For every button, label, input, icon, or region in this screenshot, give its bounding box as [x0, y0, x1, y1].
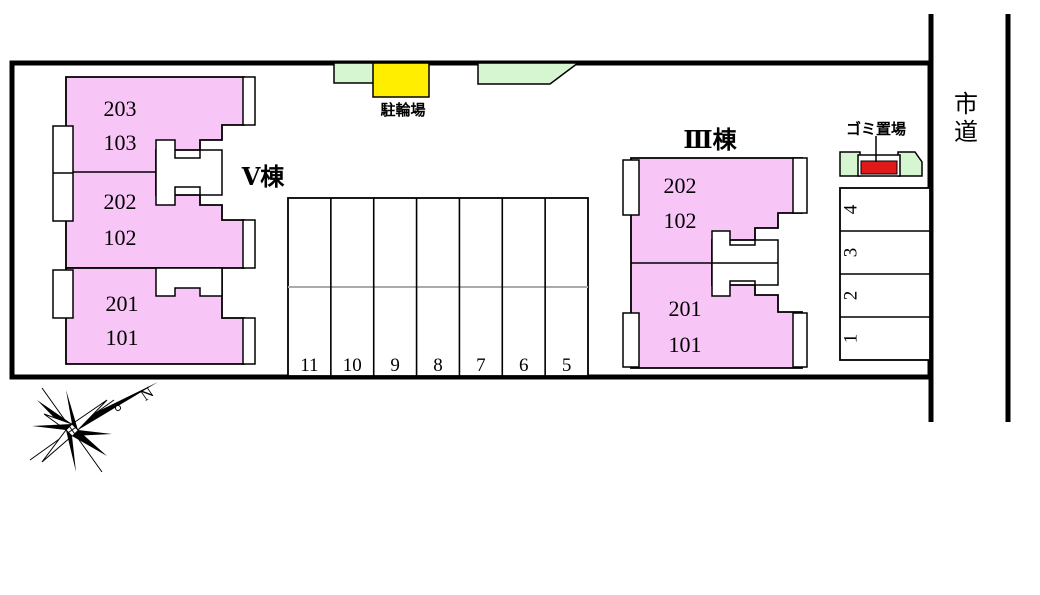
parking-stall-label: 8	[433, 355, 443, 376]
parking-stall-label: 9	[390, 355, 400, 376]
unit-v-201: 201	[106, 291, 139, 316]
building-iii-balcony-2	[622, 312, 640, 368]
unit-iii-202: 202	[664, 173, 697, 198]
side-parking-label: 1	[840, 334, 861, 344]
unit-v-203: 203	[104, 96, 137, 121]
side-parking-label: 3	[840, 248, 861, 258]
unit-v-102: 102	[104, 225, 137, 250]
building-v-balcony-2	[52, 269, 74, 319]
unit-v-202: 202	[104, 189, 137, 214]
building-v-balcony-3	[242, 76, 256, 126]
bicycle-parking-area	[372, 62, 430, 98]
building-iii-balcony-3	[792, 157, 808, 214]
building-v: 203 103 202 102 201 101 Ⅴ棟	[52, 76, 286, 365]
unit-v-103: 103	[104, 130, 137, 155]
parking-stall-label: 10	[343, 355, 362, 376]
building-iii-balcony-4	[792, 312, 808, 368]
garbage-green-right	[897, 151, 923, 177]
building-v-balcony-4	[242, 219, 256, 269]
side-parking-label: 2	[840, 291, 861, 301]
parking-stall-label: 6	[519, 355, 529, 376]
unit-iii-102: 102	[664, 208, 697, 233]
parking-stall-label: 11	[300, 355, 318, 376]
parking-side: 4 3 2 1	[839, 187, 931, 361]
building-v-stair-upper	[155, 139, 223, 206]
building-v-balcony-5	[242, 317, 256, 365]
compass-north-arm	[72, 382, 158, 430]
green-area-top-right	[477, 62, 581, 85]
garbage-area: ゴミ置場	[839, 120, 923, 177]
green-area-top-left	[333, 62, 375, 84]
building-iii: 202 102 201 101 Ⅲ棟	[622, 127, 808, 369]
compass-rose: N	[29, 382, 158, 473]
city-road-label-1: 市	[954, 91, 978, 118]
parking-main: 11 10 9 8 7 6 5	[287, 197, 589, 377]
parking-stall-label: 7	[476, 355, 486, 376]
unit-v-101: 101	[106, 325, 139, 350]
bicycle-parking-label: 駐輪場	[380, 101, 425, 119]
garbage-label: ゴミ置場	[846, 120, 906, 138]
city-road-label-2: 道	[954, 119, 978, 146]
building-iii-balcony-1	[622, 159, 640, 216]
unit-iii-101: 101	[669, 332, 702, 357]
building-v-label: Ⅴ棟	[241, 164, 286, 191]
building-iii-label: Ⅲ棟	[683, 127, 737, 154]
parking-stall-label: 5	[562, 355, 572, 376]
side-parking-label: 4	[840, 204, 861, 214]
compass-north-letter: N	[138, 384, 158, 405]
garbage-green-left	[839, 151, 861, 177]
building-v-stair-lower	[155, 267, 223, 297]
garbage-bin	[860, 160, 898, 175]
unit-iii-201: 201	[669, 296, 702, 321]
